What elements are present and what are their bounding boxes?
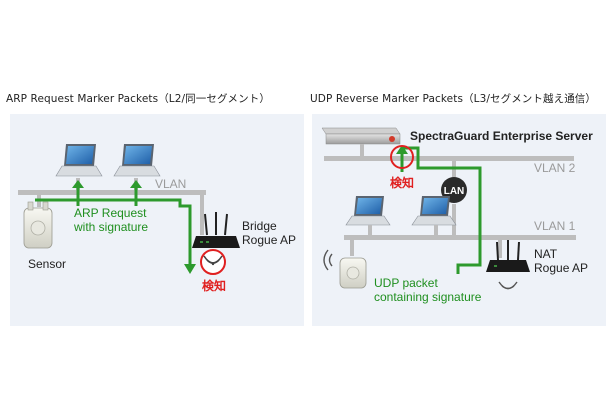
laptop-icon (113, 144, 161, 177)
laptop-icon (411, 196, 457, 226)
laptop-icon (55, 144, 103, 177)
vlan2-label: VLAN 2 (534, 161, 576, 175)
packet-arrow (35, 198, 192, 264)
vlan-label: VLAN (155, 177, 186, 191)
packet-label-line2: containing signature (374, 290, 482, 304)
ap-label-line1: NAT (534, 247, 558, 261)
udp-packet-arrow (400, 146, 482, 274)
laptop-drop (368, 225, 372, 235)
left-panel-title: ARP Request Marker Packets（L2/同一セグメント） (6, 93, 270, 105)
bridge-rogue-ap-icon (192, 212, 240, 248)
laptop-drop (434, 225, 438, 235)
vlan-bus (18, 190, 206, 195)
sensor-icon (339, 257, 367, 289)
ap-label-line1: Bridge (242, 219, 277, 233)
ap-drop (498, 240, 502, 258)
server-icon (321, 127, 401, 145)
vlan2-bus (324, 156, 574, 161)
vlan1-bus (344, 235, 576, 240)
nat-rogue-ap-icon (486, 240, 530, 272)
detect-label: 検知 (202, 278, 226, 293)
detect-circle (200, 249, 226, 275)
lan-label: LAN (444, 186, 465, 197)
left-panel-background (10, 114, 304, 326)
ap-label-line2: Rogue AP (242, 233, 296, 247)
sensor-label: Sensor (28, 257, 66, 271)
right-diagram: SpectraGuard Enterprise Server VLAN 2 VL… (312, 114, 606, 326)
vlan1-label: VLAN 1 (534, 219, 576, 233)
wifi-signal-icon (498, 281, 518, 290)
ap-label-line2: Rogue AP (534, 261, 588, 275)
lan-drop-bottom (452, 204, 456, 235)
right-panel-title: UDP Reverse Marker Packets（L3/セグメント越え通信） (310, 93, 597, 105)
lan-drop-top (452, 161, 456, 187)
wifi-signal-icon (203, 255, 223, 266)
packet-label-line1: UDP packet (374, 276, 438, 290)
sensor-icon (23, 201, 53, 249)
ap-drop (200, 195, 204, 235)
packet-label-line2: with signature (73, 220, 148, 234)
arrow-head (396, 145, 408, 154)
arrow-heads (72, 180, 196, 274)
left-diagram: VLAN ARP Request with signature Sensor B… (10, 114, 304, 326)
detect-circle (390, 145, 414, 169)
detect-label: 検知 (390, 175, 414, 190)
wifi-signal-icon (323, 249, 333, 271)
packet-label-line1: ARP Request (74, 206, 147, 220)
laptop-icon (345, 196, 391, 226)
server-drop (360, 144, 364, 156)
server-label: SpectraGuard Enterprise Server (410, 129, 593, 143)
sensor-drop (350, 240, 354, 256)
